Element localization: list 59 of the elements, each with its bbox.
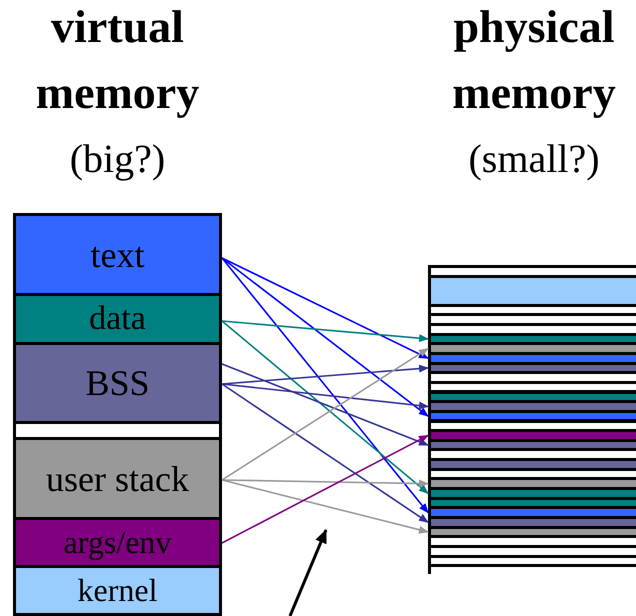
- column-heading: physical memory: [452, 1, 616, 118]
- memory-page-bar: [431, 567, 636, 574]
- segment-label: args/env: [64, 524, 172, 561]
- memory-page-bar: [431, 403, 636, 410]
- column-heading: virtual memory: [36, 1, 200, 118]
- memory-page-bar: [431, 558, 636, 564]
- memory-page-bar: [431, 490, 636, 497]
- memory-page-bar: [431, 278, 636, 304]
- column-heading: (big?): [70, 136, 166, 181]
- memory-page-bar: [431, 374, 636, 381]
- memory-page-bar: [431, 451, 636, 458]
- segment-label: user stack: [46, 458, 189, 500]
- memory-page-bar: [431, 509, 636, 516]
- memory-page-bar: [431, 538, 636, 545]
- memory-page-bar: [431, 412, 636, 420]
- mapping-arrow: [222, 479, 429, 488]
- mapping-arrow: [222, 320, 429, 342]
- memory-page-bar: [431, 306, 636, 314]
- memory-page-bar: [431, 345, 636, 352]
- mapping-arrow: [222, 257, 429, 417]
- text-segment: [13, 213, 222, 296]
- mapping-arrow: [222, 434, 429, 544]
- memory-page-bar: [431, 461, 636, 468]
- mapping-arrow: [222, 383, 429, 523]
- memory-page-bar: [431, 470, 636, 478]
- memory-page-bar: [431, 519, 636, 526]
- bss-segment: [13, 342, 222, 424]
- mapping-arrow: [222, 348, 429, 481]
- memory-page-bar: [431, 326, 636, 333]
- mapping-arrow: [222, 363, 429, 446]
- memory-page-bar: [431, 548, 636, 555]
- memory-page-bar: [431, 364, 636, 372]
- kernel-segment: [13, 565, 222, 616]
- memory-page-bar: [431, 442, 636, 448]
- memory-page-bar: [431, 528, 636, 536]
- segment-label: BSS: [85, 362, 150, 404]
- memory-page-bar: [431, 394, 636, 400]
- mapping-arrow: [221, 320, 429, 494]
- user-stack-segment: [13, 437, 222, 520]
- memory-page-bar: [431, 480, 636, 487]
- args-env-segment: [13, 517, 222, 568]
- memory-page-bar: [431, 336, 636, 342]
- memory-page-bar: [431, 316, 636, 323]
- mapping-arrow: [222, 257, 429, 359]
- segment-label: kernel: [78, 572, 158, 609]
- mapping-arrow: [221, 258, 429, 514]
- mapping-arrow: [222, 364, 429, 385]
- segment-label: data: [89, 300, 146, 338]
- mapping-arrow: [222, 479, 429, 534]
- mapping-arrow: [222, 383, 429, 410]
- memory-page-bar: [431, 268, 636, 275]
- segment-label: text: [90, 234, 144, 276]
- data-segment: [13, 293, 222, 345]
- column-heading: (small?): [468, 136, 600, 181]
- memory-page-bar: [431, 422, 636, 430]
- memory-page-bar: [431, 432, 636, 439]
- memory-page-bar: [431, 384, 636, 390]
- memory-page-bar: [431, 500, 636, 506]
- memory-page-bar: [431, 354, 636, 362]
